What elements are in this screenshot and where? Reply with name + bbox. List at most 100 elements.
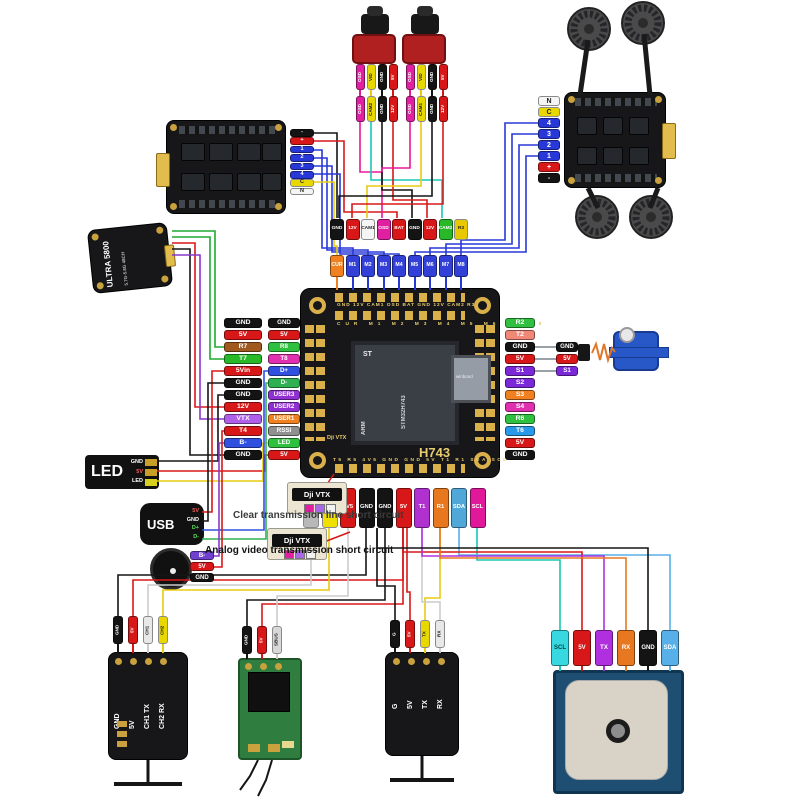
- pin-pad-row1-osd: OSD: [376, 219, 391, 240]
- pin-pad-row2-m2: M2: [361, 255, 375, 277]
- usb-pin-gnd: GND: [186, 516, 199, 523]
- receiver-ppm: GND 5V CH1 TX CH2 RX: [108, 652, 188, 760]
- rx2-led-icon: [282, 741, 294, 748]
- pin-pad-row2-m8: M8: [454, 255, 468, 277]
- led-pad-icon: [145, 469, 157, 476]
- camera-lens-icon: [411, 14, 439, 34]
- pin-bottom-pads-scl: SCL: [469, 488, 486, 528]
- pin-pad-row1-bat: BAT: [392, 219, 406, 240]
- pin-cam2-bot-osd: OSD: [406, 96, 415, 122]
- pin-right-col-t6: T6: [505, 426, 535, 436]
- pin-esc-left-c: C: [290, 179, 314, 187]
- pin-cam2-bot-12v: 12V: [439, 96, 448, 122]
- pin-rx2-plugs-5v: 5V: [257, 626, 267, 654]
- pin-esc-right-4: 4: [538, 118, 560, 128]
- receiver-sbus-green: [238, 658, 302, 760]
- pin-left-outer-5vin: 5Vin: [224, 366, 262, 376]
- esc-4in1-left: [156, 120, 286, 214]
- pin-left-inner-user1: USER1: [268, 414, 300, 424]
- rx2-pad-icon: [248, 744, 260, 752]
- pin-right-col-s2: S2: [505, 378, 535, 388]
- led-pad-icon: [145, 459, 157, 466]
- pin-rx3-plugs-5v: 5V: [405, 620, 415, 648]
- servo-plug: [578, 344, 590, 361]
- pin-cam1-bot-osd: OSD: [356, 96, 365, 122]
- receiver-uart: G 5V TX RX: [385, 652, 459, 756]
- pin-left-inner-gnd: GND: [268, 318, 300, 328]
- pin-cam2-top-osd: OSD: [406, 64, 415, 90]
- pin-esc-left--: -: [290, 129, 314, 137]
- mcu-brand-label: ST: [363, 351, 372, 358]
- pin-esc-left-+: +: [290, 137, 314, 145]
- gps-module: [553, 670, 684, 794]
- pin-left-outer-5v: 5V: [224, 330, 262, 340]
- pin-pad-row2-cur: CUR: [330, 255, 344, 277]
- pin-right-col-gnd: GND: [505, 450, 535, 460]
- pin-esc-right-+: +: [538, 162, 560, 172]
- pin-gps-pins-sda: SDA: [661, 630, 679, 666]
- pin-pad-row1-r3: R3: [454, 219, 468, 240]
- pin-cam1-top-5v: 5V: [389, 64, 398, 90]
- pin-pad-row1-gnd: GND: [330, 219, 344, 240]
- flash-brand-label: winbond: [456, 374, 473, 379]
- pin-left-inner-rssi: RSSI: [268, 426, 300, 436]
- rx1-pad-icon: [117, 741, 127, 747]
- pin-esc-left-1: 1: [290, 145, 314, 154]
- pin-rx3-plugs-rx: RX: [435, 620, 445, 648]
- pin-left-inner-led: LED: [268, 438, 300, 448]
- pin-left-outer-gnd: GND: [224, 378, 262, 388]
- pin-esc-left-3: 3: [290, 162, 314, 171]
- pin-esc-left-n: N: [290, 187, 314, 196]
- pin-servo-col-5v: 5V: [556, 354, 578, 364]
- flash-chip: winbond: [451, 355, 491, 403]
- pin-rx3-plugs-tx: TX: [420, 620, 430, 648]
- pin-left-outer-gnd: GND: [224, 318, 262, 328]
- led-pin-gnd: GND: [130, 459, 143, 465]
- pin-gps-pins-5v: 5V: [573, 630, 591, 666]
- pin-cam1-bot-12v: 12V: [389, 96, 398, 122]
- led-pad-icon: [145, 479, 157, 486]
- pin-left-outer-r7: R7: [224, 342, 262, 352]
- camera-barrel-icon: [417, 6, 433, 16]
- fpv-camera-1: [352, 6, 396, 64]
- pin-esc-right-n: N: [538, 96, 560, 106]
- dji-pad-icon: [304, 504, 314, 513]
- pin-servo-col-s1: S1: [556, 366, 578, 376]
- pin-rx2-plugs-sbus: SBUS: [272, 626, 282, 654]
- usb-pin-5v: 5V: [192, 508, 199, 514]
- pin-cam2-bot-gnd: GND: [428, 96, 437, 122]
- pin-cam2-top-5v: 5V: [439, 64, 448, 90]
- pin-bottom-pads-t1: T1: [414, 488, 430, 528]
- pin-cam1-top-osd: OSD: [356, 64, 365, 90]
- pin-esc-right-c: C: [538, 107, 560, 117]
- pin-esc-right--: -: [538, 173, 560, 183]
- pin-right-col-r2: R2: [505, 318, 535, 328]
- pin-right-col-s4: S4: [505, 402, 535, 412]
- pin-right-col-t2: T2: [505, 330, 535, 340]
- esc-4in1-right: [564, 92, 676, 188]
- pin-rx1-plugs-5v: 5V: [128, 616, 138, 644]
- rx2-chip-icon: [248, 672, 290, 712]
- pin-pad-row2-m1: M1: [345, 255, 360, 277]
- led-pin-led: LED: [132, 478, 143, 484]
- pin-bottom-pads-gnd: GND: [377, 488, 393, 528]
- pin-cam2-bot-cam1: CAM1: [417, 96, 426, 122]
- pin-bottom-pads-r1: R1: [432, 488, 449, 528]
- dji-pad-icon: [326, 504, 336, 513]
- pin-pad-row2-m6: M6: [423, 255, 437, 277]
- fc-bottom-pad-labels: T5 R5 4V5 GND GND 5V T1 R1 SDA SCL: [333, 458, 509, 463]
- fc-dji-mark: Dji VTX: [327, 435, 347, 441]
- pin-right-col-5v: 5V: [505, 438, 535, 448]
- led-pin-5v: 5V: [136, 468, 143, 475]
- pin-bottom-pads-sda: SDA: [451, 488, 467, 528]
- mcu-chip: ST ARM STM32H743: [351, 341, 459, 445]
- rx1-pad-icon: [117, 721, 127, 727]
- fc-name-label: H743: [419, 445, 451, 460]
- servo-module: [609, 327, 669, 371]
- pin-buzzer-pins-5v: 5V: [190, 562, 214, 571]
- pin-left-outer-vtx: VTX: [224, 414, 262, 424]
- pin-gps-pins-scl: SCL: [551, 630, 569, 666]
- pin-esc-left-2: 2: [290, 154, 314, 162]
